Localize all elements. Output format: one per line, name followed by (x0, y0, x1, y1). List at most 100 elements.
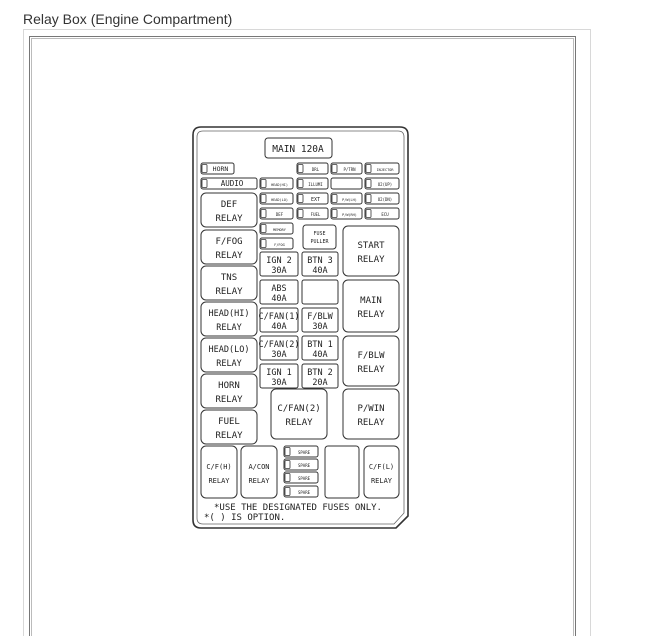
main-fuse-label: MAIN 120A (272, 144, 324, 155)
pwin_relay (342, 388, 400, 440)
fuse-cfan1-amp: 40A (271, 322, 286, 332)
fuse-btn2 (301, 363, 339, 389)
fuse-o2dn-label: O2(DN) (378, 197, 392, 202)
fuse-def-icon (260, 209, 267, 218)
fuse-memory-label: MEMORY (273, 228, 287, 232)
fuse-illumi (296, 177, 329, 190)
fblw_relay (342, 335, 400, 387)
start_relay (342, 225, 400, 277)
fuse-spare-3-icon (284, 473, 291, 482)
fuse-cfan1-label: C/FAN(1) (259, 312, 300, 322)
fuse-spare-3 (283, 471, 319, 484)
fuse-puller-label-2: PULLER (310, 239, 329, 245)
fuse-ptrn (330, 162, 363, 175)
fuse-headhi (259, 177, 294, 190)
fuse-ign1-amp: 30A (271, 378, 286, 388)
fuse-cfan2-label: C/FAN(2) (259, 340, 300, 350)
diagram-border (29, 36, 576, 636)
fuse-def (259, 207, 294, 220)
fuse-headlo (259, 192, 294, 205)
fuse-audio-icon (201, 179, 208, 188)
fuse-ext-icon (297, 194, 304, 203)
fuse-horn-label: HORN (213, 165, 229, 173)
fuse-pwlh-icon (331, 194, 338, 203)
fuse-pwlh (330, 192, 363, 205)
fuse-headhi-label: HEAD(HI) (271, 183, 288, 187)
main_relay-label: MAIN (360, 296, 382, 306)
fuse-ign1 (259, 363, 299, 389)
fuse-btn1 (301, 335, 339, 361)
fuse-fblw-amp: 30A (312, 322, 327, 332)
cfl_relay (363, 445, 400, 499)
acon_relay-label-2: RELAY (248, 477, 270, 485)
acon_relay-label: A/CON (248, 463, 269, 471)
ffog_relay-label-2: RELAY (215, 251, 243, 261)
fuse-audio-label: AUDIO (221, 179, 244, 188)
fuse-spare-4-label: SPARE (298, 490, 311, 495)
fuse-pwlh-label: P/W(LH) (342, 198, 357, 202)
fuse-headhi-icon (260, 179, 267, 188)
fuse-spare-2-label: SPARE (298, 463, 311, 468)
fuse-ffog-icon (260, 239, 267, 248)
fuse-ign2-label: IGN 2 (266, 256, 292, 266)
fuse-btn3-amp: 40A (312, 266, 327, 276)
fuse-injector-icon (365, 164, 372, 173)
fuse-injector-label: INJECTOR (377, 168, 395, 172)
fuse-ext-label: EXT (311, 197, 320, 203)
fuse-fblw (301, 307, 339, 333)
fuse-puller-label: FUSE (313, 231, 325, 237)
headlo_relay-label-2: RELAY (216, 359, 242, 369)
fuse-empty-2 (301, 279, 339, 305)
cfan2_relay (270, 388, 328, 440)
relay-box-outline (192, 126, 409, 529)
start_relay-label: START (357, 241, 385, 251)
headhi_relay-label-2: RELAY (216, 323, 242, 333)
fuse-ext (296, 192, 329, 205)
fuse-fuel-label: FUEL (311, 212, 321, 217)
horn_relay-label-2: RELAY (215, 395, 243, 405)
fuse-ecu-icon (365, 209, 372, 218)
note-designated-fuses: *USE THE DESIGNATED FUSES ONLY. (214, 503, 382, 513)
fuse-cfan2-amp: 30A (271, 350, 286, 360)
fuse-audio (200, 177, 258, 190)
fuse-memory-icon (260, 224, 267, 233)
fuse-injector (364, 162, 400, 175)
fuse-btn2-label: BTN 2 (307, 368, 333, 378)
pwin_relay-label: P/WIN (357, 404, 384, 414)
cfl_relay-label: C/F(L) (369, 463, 394, 471)
fuse-drl (296, 162, 329, 175)
cfan2_relay-label-2: RELAY (285, 418, 313, 428)
main_relay (342, 279, 400, 333)
horn_relay-label: HORN (218, 381, 240, 391)
fuse-ptrn-icon (331, 164, 338, 173)
fuse-fblw-label: F/BLW (307, 312, 333, 322)
main_relay-label-2: RELAY (357, 310, 385, 320)
fuse-o2up (364, 177, 400, 190)
def_relay (200, 192, 258, 228)
fuse-spare-4-icon (284, 487, 291, 496)
fuse-ffog-label: F/FOG (274, 243, 285, 247)
fuse-abs (259, 279, 299, 305)
fuse-ign1-label: IGN 1 (266, 368, 292, 378)
fuse-cfan2 (259, 335, 299, 361)
headlo_relay (200, 337, 258, 373)
fuse-ecu (364, 207, 400, 220)
fuse-ffog (259, 237, 294, 250)
cfh_relay-label: C/F(H) (206, 463, 231, 471)
fuse-headlo-label: HEAD(LO) (271, 198, 288, 202)
fuse-abs-label: ABS (271, 284, 286, 294)
fuse-btn1-amp: 40A (312, 350, 327, 360)
fuse-cfan1 (259, 307, 299, 333)
fuse-btn2-amp: 20A (312, 378, 327, 388)
def_relay-label-2: RELAY (215, 214, 243, 224)
headhi_relay-label: HEAD(HI) (209, 309, 250, 319)
ffog_relay (200, 229, 258, 265)
headlo_relay-label: HEAD(LO) (209, 345, 250, 355)
cfh_relay-label-2: RELAY (208, 477, 230, 485)
fuel_relay (200, 409, 258, 445)
fuel_relay-label-2: RELAY (215, 431, 243, 441)
fuse-ign2-amp: 30A (271, 266, 286, 276)
acon_relay (240, 445, 278, 499)
fuse-spare-2 (283, 458, 319, 471)
fuse-ptrn-label: P/TRN (343, 167, 356, 172)
